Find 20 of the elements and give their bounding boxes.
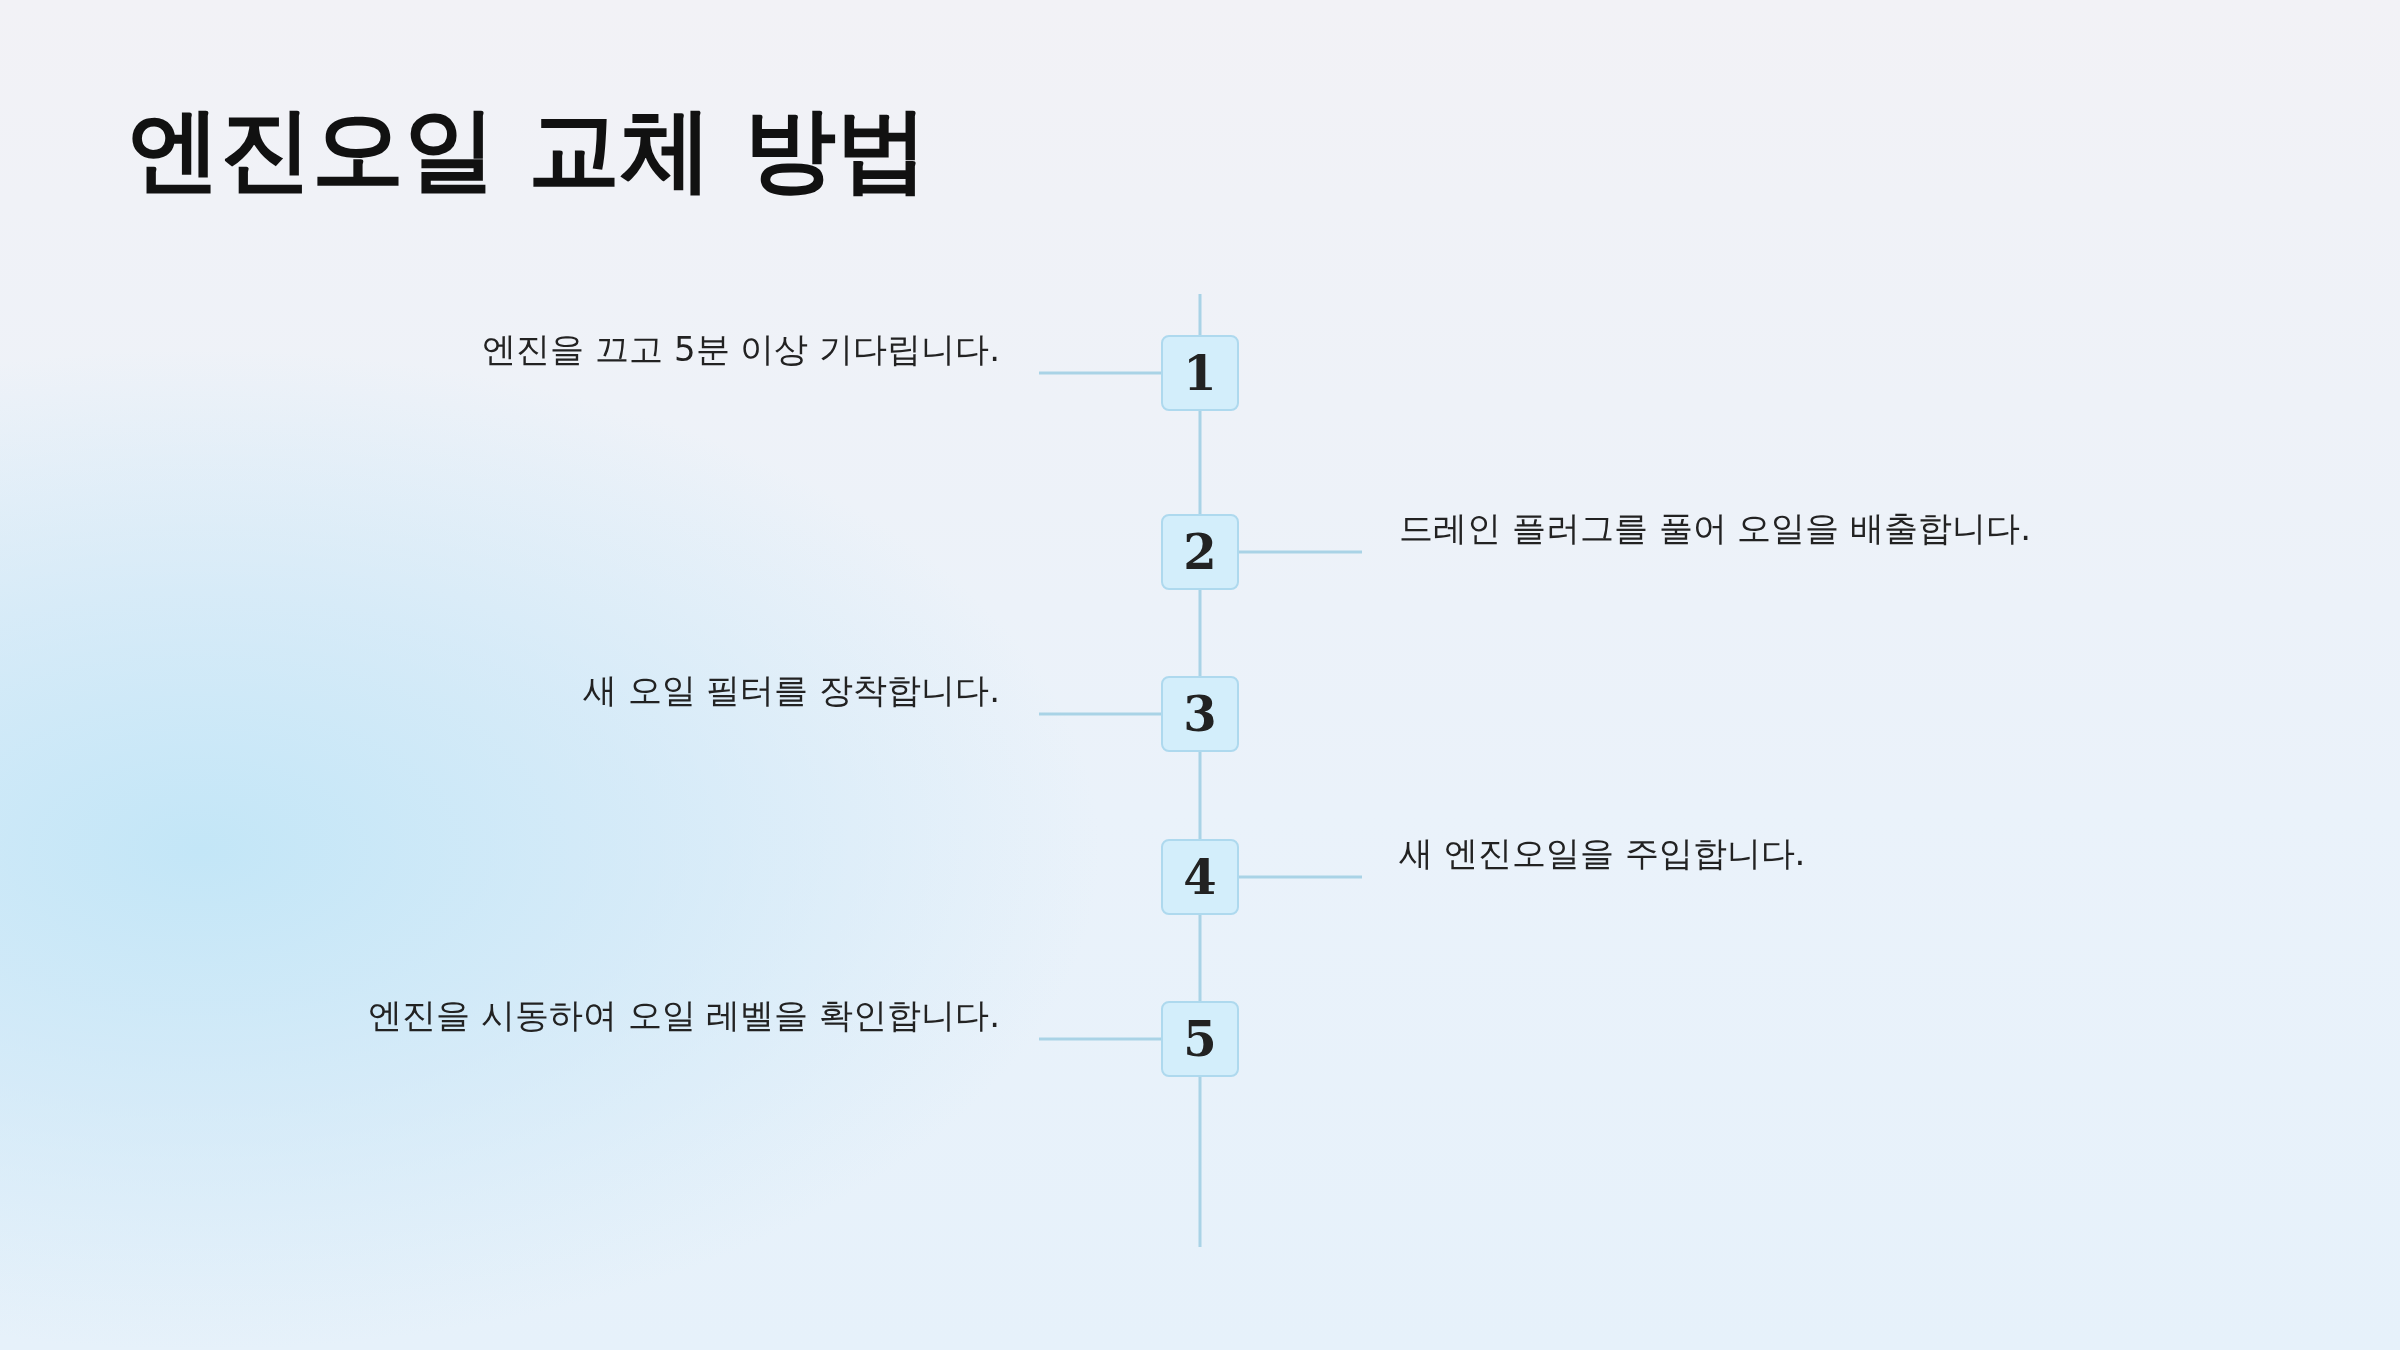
step-description: 새 엔진오일을 주입합니다.	[1399, 831, 1806, 877]
connector-line	[1039, 712, 1161, 716]
step-description: 새 오일 필터를 장착합니다.	[582, 668, 1000, 714]
step-number-box: 2	[1161, 514, 1239, 590]
connector-line	[1039, 371, 1161, 375]
title: 엔진오일 교체 방법	[128, 95, 929, 205]
step-description: 엔진을 시동하여 오일 레벨을 확인합니다.	[367, 993, 1000, 1039]
connector-line	[1039, 1037, 1161, 1041]
connector-line	[1239, 875, 1362, 879]
step-number-box: 5	[1161, 1001, 1239, 1077]
timeline-line	[1198, 752, 1202, 839]
connector-line	[1239, 550, 1362, 554]
step-number-box: 3	[1161, 676, 1239, 752]
step-number-box: 4	[1161, 839, 1239, 915]
timeline-line	[1198, 915, 1202, 1001]
step-description: 엔진을 끄고 5분 이상 기다립니다.	[482, 327, 1000, 373]
timeline-line	[1198, 590, 1202, 676]
step-description: 드레인 플러그를 풀어 오일을 배출합니다.	[1399, 506, 2032, 552]
timeline-line	[1198, 411, 1202, 514]
step-number-box: 1	[1161, 335, 1239, 411]
